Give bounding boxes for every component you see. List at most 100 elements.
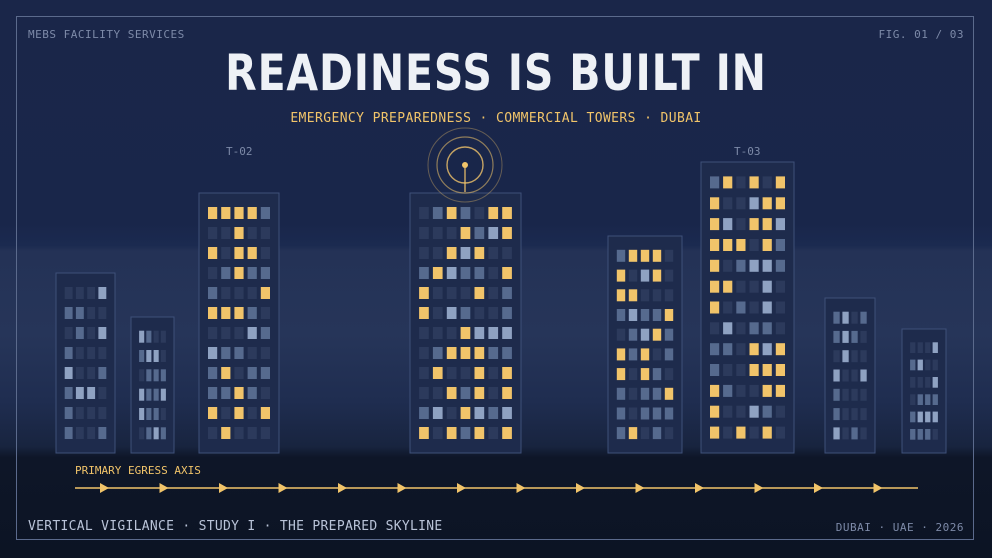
building-window xyxy=(640,387,650,400)
building-window xyxy=(75,327,84,339)
building-window xyxy=(446,347,457,359)
building-window xyxy=(736,364,746,376)
building-window xyxy=(474,247,485,259)
building-window xyxy=(234,387,244,399)
building-window xyxy=(616,289,626,302)
building-window xyxy=(628,309,638,321)
building-window xyxy=(153,369,159,382)
building-window xyxy=(247,347,257,359)
building-window xyxy=(664,387,674,400)
buildings-layer xyxy=(55,161,947,454)
building-window xyxy=(460,427,471,439)
building xyxy=(55,272,116,454)
arrow-right-icon xyxy=(100,483,109,493)
building-window xyxy=(925,342,931,353)
building-window xyxy=(860,388,867,401)
building-window xyxy=(146,330,152,343)
tower-label-t02: T-02 xyxy=(226,145,253,158)
building-window xyxy=(64,407,73,419)
building-window xyxy=(652,328,662,341)
building-window xyxy=(208,327,218,339)
building-window xyxy=(75,387,84,399)
building-window xyxy=(910,359,916,371)
building-window xyxy=(474,407,485,419)
building-window xyxy=(628,348,638,361)
building-window xyxy=(775,218,785,231)
building-window xyxy=(98,407,107,419)
building-window xyxy=(664,289,674,302)
building-window xyxy=(664,269,674,282)
building-window xyxy=(749,197,759,210)
arrow-right-icon xyxy=(338,483,347,493)
building-window xyxy=(762,239,772,251)
building-window xyxy=(446,207,457,219)
building-window xyxy=(419,427,429,439)
building-window xyxy=(247,407,257,419)
building-window xyxy=(842,408,849,421)
building-window xyxy=(160,408,166,420)
building-window xyxy=(502,327,512,339)
building-window xyxy=(502,227,512,239)
arrow-right-icon xyxy=(219,483,228,493)
building-window xyxy=(446,227,457,239)
building-window xyxy=(710,176,720,189)
building-window xyxy=(87,427,96,439)
building-window xyxy=(502,427,512,439)
building-window xyxy=(616,387,626,400)
tower-label-t03: T-03 xyxy=(734,145,761,158)
building-window xyxy=(749,239,759,251)
building-window xyxy=(247,367,257,379)
building-window xyxy=(64,287,73,299)
building-window xyxy=(221,267,231,279)
building-window xyxy=(221,427,231,439)
building-window xyxy=(723,343,733,356)
building-window xyxy=(247,267,257,279)
building-window xyxy=(260,227,270,239)
egress-axis-label: PRIMARY EGRESS AXIS xyxy=(75,464,201,477)
building-window xyxy=(208,247,218,259)
building-window xyxy=(460,207,471,219)
building-window xyxy=(260,387,270,399)
brand-label: MEBS FACILITY SERVICES xyxy=(28,28,185,41)
building-window xyxy=(502,287,512,299)
building-window xyxy=(419,207,429,219)
building-window xyxy=(247,227,257,239)
building-window xyxy=(502,387,512,399)
building-window xyxy=(860,311,867,324)
building-window xyxy=(221,287,231,299)
building-window xyxy=(762,426,772,439)
building-window xyxy=(260,267,270,279)
building-window xyxy=(419,387,429,399)
building-window xyxy=(221,407,231,419)
building-window xyxy=(247,307,257,319)
building-window xyxy=(488,407,499,419)
building-window xyxy=(775,322,785,335)
building-window xyxy=(860,350,867,363)
building-window xyxy=(488,227,499,239)
building-window xyxy=(736,322,746,335)
building-window xyxy=(460,247,471,259)
building-window xyxy=(432,247,443,259)
building-window xyxy=(628,368,638,381)
building-window xyxy=(833,369,840,382)
building-window xyxy=(736,384,746,397)
building-window xyxy=(460,347,471,359)
building-window xyxy=(723,405,733,418)
building-window xyxy=(64,427,73,439)
building-window xyxy=(234,267,244,279)
building-window xyxy=(221,307,231,319)
building-window xyxy=(710,426,720,439)
building-window xyxy=(664,427,674,440)
building-window xyxy=(910,429,916,440)
building-window xyxy=(160,330,166,343)
arrow-right-icon xyxy=(576,483,585,493)
building-window xyxy=(153,330,159,343)
building-window xyxy=(628,328,638,341)
building-window xyxy=(723,218,733,231)
building-window xyxy=(432,367,443,379)
building-window xyxy=(628,407,638,420)
building-window xyxy=(208,427,218,439)
building-window xyxy=(160,369,166,382)
building-window xyxy=(842,330,849,343)
building-window xyxy=(860,427,867,440)
